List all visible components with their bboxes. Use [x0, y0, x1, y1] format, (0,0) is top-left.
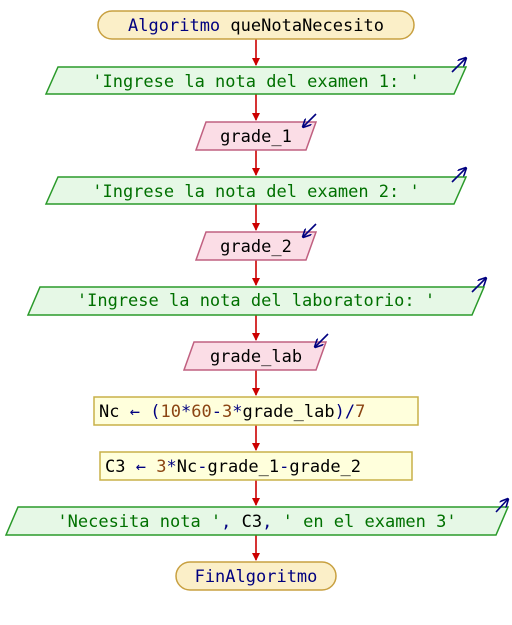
number-literal: 3: [156, 457, 166, 477]
process-1-var: Nc: [99, 402, 119, 422]
end-terminal[interactable]: FinAlgoritmo: [175, 561, 337, 591]
paren-open: (: [150, 402, 160, 422]
identifier: grade_1: [207, 457, 279, 477]
output-arrow-icon: [471, 278, 486, 293]
output-block-2[interactable]: 'Ingrese la nota del examen 2: ': [44, 168, 466, 205]
input-arrow-icon: [303, 223, 317, 237]
output-arrow-icon: [451, 168, 466, 183]
process-block-1[interactable]: Nc ← (10*60-3*grade_lab)/7: [93, 396, 419, 426]
assign-arrow-icon: ←: [130, 402, 140, 422]
start-terminal[interactable]: Algoritmo queNotaNecesito: [97, 10, 415, 40]
start-terminal-label: Algoritmo queNotaNecesito: [128, 16, 384, 36]
output-arrow-icon: [495, 499, 508, 513]
output-block-1[interactable]: 'Ingrese la nota del examen 1: ': [44, 58, 466, 95]
assign-arrow-icon: ←: [136, 457, 146, 477]
process-2-var: C3: [105, 457, 125, 477]
process-2-expression: C3 ← 3*Nc-grade_1-grade_2: [105, 457, 361, 477]
input-2-text: grade_2: [220, 237, 292, 257]
end-terminal-label: FinAlgoritmo: [195, 567, 318, 587]
operator: -: [279, 457, 289, 477]
separator: ,: [262, 512, 282, 532]
operator: *: [232, 402, 242, 422]
operator: *: [181, 402, 191, 422]
output-block-3[interactable]: 'Ingrese la nota del laboratorio: ': [26, 278, 486, 316]
operator: *: [166, 457, 176, 477]
operator: -: [212, 402, 222, 422]
paren-close: ): [335, 402, 345, 422]
start-keyword: Algoritmo: [128, 16, 220, 36]
output-4-text: 'Necesita nota ', C3, ' en el examen 3': [57, 512, 456, 532]
input-arrow-icon: [303, 113, 317, 127]
output-block-4[interactable]: 'Necesita nota ', C3, ' en el examen 3': [4, 499, 508, 536]
output-arrow-icon: [451, 58, 466, 73]
output-4-variable: C3: [242, 512, 262, 532]
identifier: grade_2: [289, 457, 361, 477]
input-1-text: grade_1: [220, 127, 292, 147]
input-arrow-icon: [315, 333, 329, 347]
process-block-2[interactable]: C3 ← 3*Nc-grade_1-grade_2: [99, 451, 413, 481]
output-3-text: 'Ingrese la nota del laboratorio: ': [77, 291, 435, 311]
number-literal: 60: [191, 402, 211, 422]
number-literal: 7: [355, 402, 365, 422]
separator: ,: [221, 512, 241, 532]
input-3-text: grade_lab: [210, 347, 302, 367]
operator: /: [345, 402, 355, 422]
number-literal: 10: [160, 402, 180, 422]
input-block-2[interactable]: grade_2: [194, 223, 318, 261]
input-block-1[interactable]: grade_1: [194, 113, 318, 151]
algorithm-name: queNotaNecesito: [230, 16, 384, 36]
operator: -: [197, 457, 207, 477]
number-literal: 3: [222, 402, 232, 422]
output-1-text: 'Ingrese la nota del examen 1: ': [92, 72, 420, 92]
input-block-3[interactable]: grade_lab: [182, 333, 329, 371]
output-4-string-1: 'Necesita nota ': [57, 512, 221, 532]
process-1-expression: Nc ← (10*60-3*grade_lab)/7: [99, 402, 365, 422]
output-2-text: 'Ingrese la nota del examen 2: ': [92, 182, 420, 202]
identifier: grade_lab: [242, 402, 334, 422]
identifier: Nc: [177, 457, 197, 477]
output-4-string-2: ' en el examen 3': [283, 512, 457, 532]
